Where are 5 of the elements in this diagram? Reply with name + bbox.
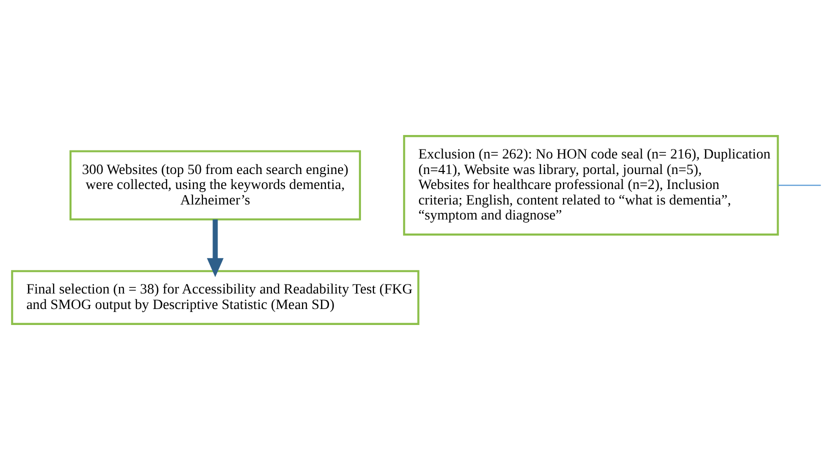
node-box: Exclusion (n= 262): No HON code seal (n= 216), Duplication (n=41), Website was library, portal, journal (n=5), Websites for healthcare professional (n=2), Inclusion criteria; English, content related to “what is dementia”, “symptom and diagnose”	[403, 134, 779, 236]
node-box: Final selection (n = 38) for Accessibility and Readability Test (FKG and SMOG output by Descriptive Statistic (Mean SD)	[11, 270, 420, 324]
arrow	[206, 218, 224, 277]
node-box: 300 Websites (top 50 from each search engine) were collected, using the keywords dementia, Alzheimer’s	[70, 150, 361, 220]
connector	[778, 184, 821, 186]
